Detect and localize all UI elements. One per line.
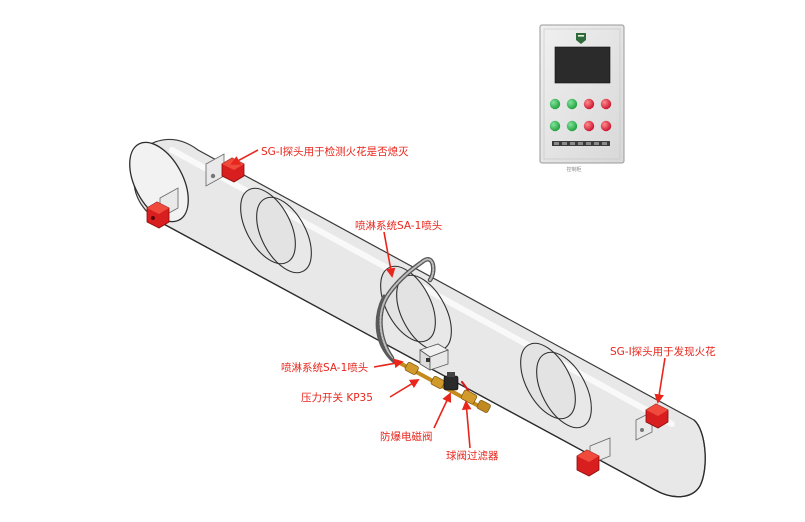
- arrow-solenoid-valve: [433, 392, 452, 429]
- panel-caption: 控制柜: [566, 166, 581, 173]
- pipe-joint-1: [240, 187, 312, 274]
- panel-indicator-row-2: [549, 120, 612, 132]
- label-spray-nozzle-top: 喷淋系统SA-1喷头: [355, 219, 442, 232]
- indicator-led: [583, 120, 595, 132]
- pipe-joint-3: [520, 342, 592, 429]
- arrow-spray-top: [383, 231, 396, 278]
- brass-fitting: [404, 362, 445, 389]
- arrow-ball-valve-filter: [461, 400, 472, 449]
- panel-screen: [554, 46, 611, 84]
- indicator-led: [549, 120, 561, 132]
- indicator-led: [566, 98, 578, 110]
- label-probe-extinguish: SG-I探头用于检测火花是否熄灭: [261, 145, 409, 158]
- panel-switch-strip: [552, 141, 610, 146]
- pipe-end-cap-right: [654, 419, 706, 498]
- indicator-led: [566, 120, 578, 132]
- label-pressure-switch: 压力开关 KP35: [301, 391, 373, 404]
- label-spray-nozzle-bottom: 喷淋系统SA-1喷头: [281, 361, 368, 374]
- spray-hose: [375, 257, 436, 364]
- indicator-led: [600, 120, 612, 132]
- probe-right-lower: [576, 437, 611, 477]
- probe-spark-detect: [635, 403, 669, 441]
- indicator-led: [600, 98, 612, 110]
- arrow-probe-extinguish: [230, 149, 259, 165]
- label-solenoid-valve: 防爆电磁阀: [380, 430, 433, 443]
- callout-arrows: [230, 149, 666, 449]
- label-probe-detect: SG-I探头用于发现火花: [610, 345, 716, 358]
- panel-indicator-row-1: [549, 98, 612, 110]
- arrow-probe-detect: [654, 357, 666, 404]
- solenoid-valve-body: [443, 372, 459, 391]
- panel-logo-icon: [576, 33, 586, 44]
- indicator-led: [549, 98, 561, 110]
- label-ball-valve-filter: 球阀过滤器: [446, 449, 499, 462]
- control-panel: 控制柜: [539, 24, 625, 173]
- arrow-pressure-switch: [389, 379, 420, 398]
- indicator-led: [583, 98, 595, 110]
- arrow-spray-bottom: [373, 358, 404, 369]
- pressure-switch-body: [419, 343, 449, 371]
- probe-left-lower: [146, 187, 179, 229]
